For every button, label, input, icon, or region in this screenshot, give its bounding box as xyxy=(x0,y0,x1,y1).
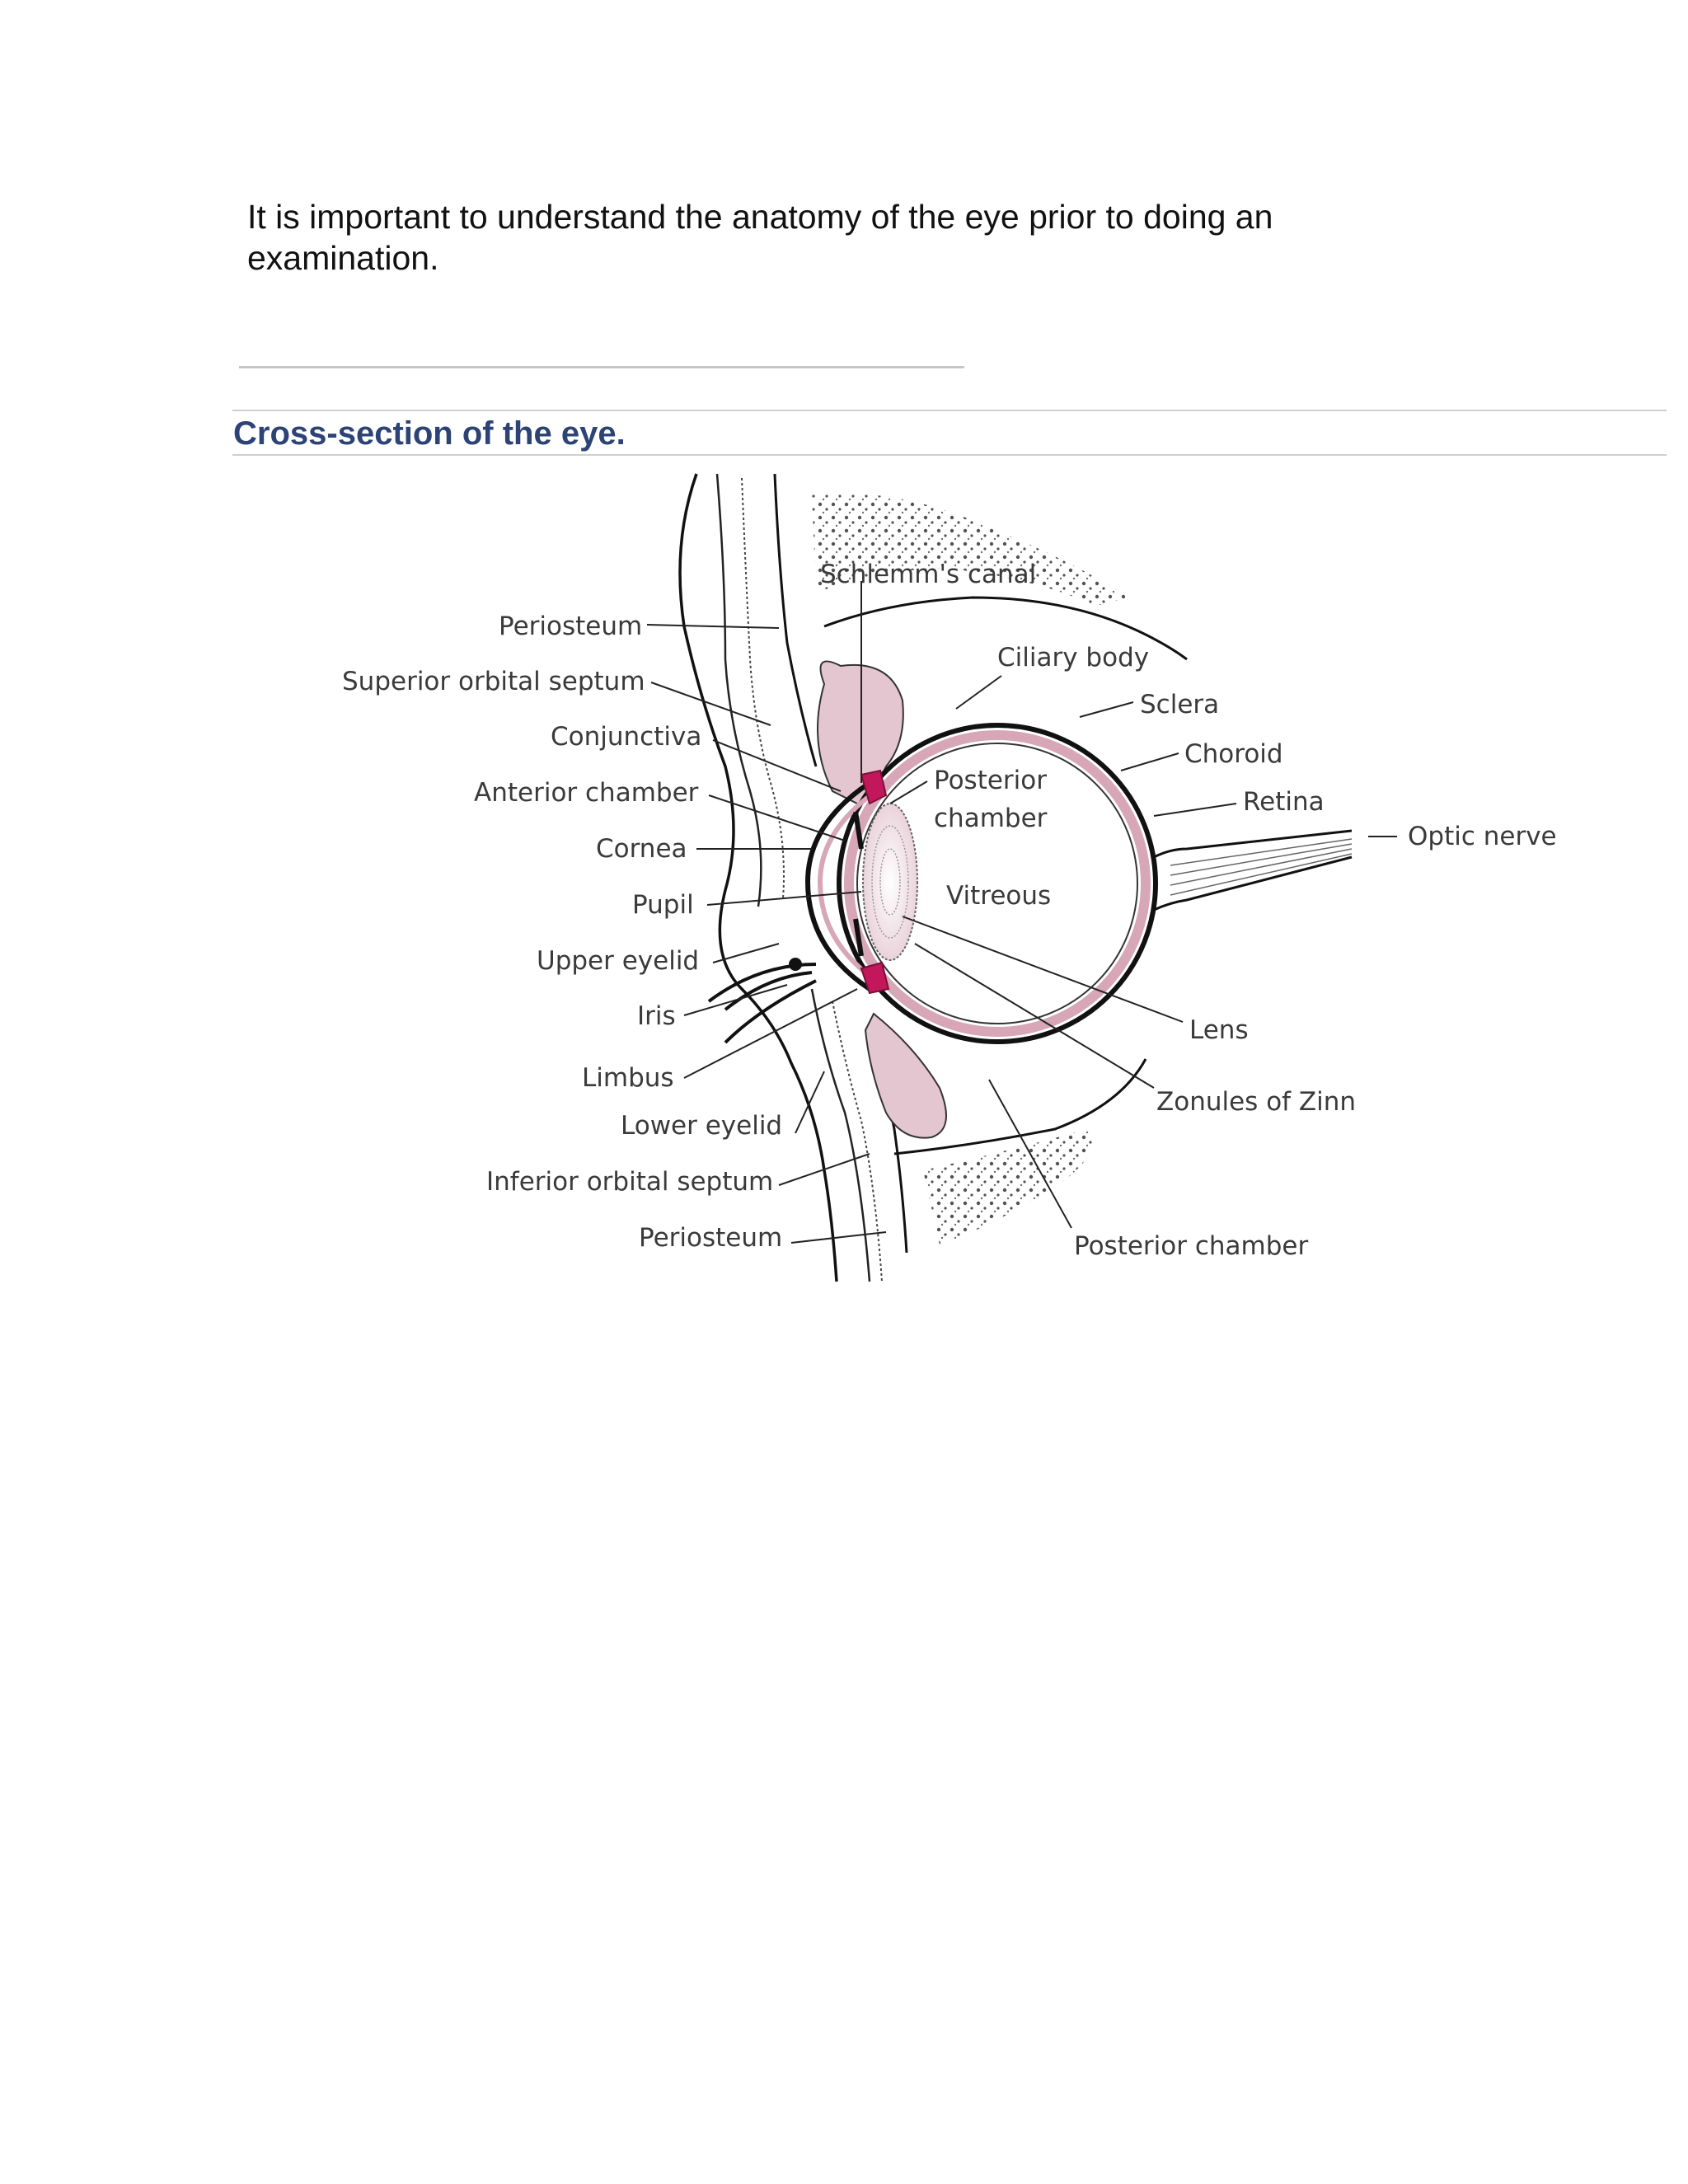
septum-line-lower-1 xyxy=(810,988,871,1282)
label-inferior-orbital-septum: Inferior orbital septum xyxy=(486,1167,773,1197)
ciliary-body-lower xyxy=(860,961,890,995)
optic-nerve-fibers xyxy=(1170,838,1353,896)
cornea xyxy=(804,780,871,991)
optic-nerve-lower xyxy=(1153,855,1353,912)
iris-lower xyxy=(853,918,864,957)
label-optic-nerve: Optic nerve xyxy=(1408,822,1557,851)
label-cornea: Cornea xyxy=(596,834,687,864)
cornea-inner xyxy=(817,790,875,982)
label-anterior-chamber: Anterior chamber xyxy=(474,778,699,808)
lower-fat-pad xyxy=(864,1012,947,1139)
lens xyxy=(862,803,918,961)
iris-upper xyxy=(853,811,864,850)
leader-lines xyxy=(646,581,1397,1244)
eyeball-sclera xyxy=(837,723,1158,1044)
label-posterior-chamber-bottom: Posterior chamber xyxy=(1074,1231,1308,1261)
skin-outer-contour xyxy=(678,473,838,1282)
label-lens: Lens xyxy=(1189,1015,1249,1045)
septum-line-1 xyxy=(715,473,762,907)
label-iris: Iris xyxy=(637,1001,676,1031)
septum-line-3 xyxy=(773,473,818,767)
optic-nerve-upper xyxy=(1153,829,1353,859)
eyeball-choroid xyxy=(844,730,1151,1037)
label-choroid: Choroid xyxy=(1184,739,1283,769)
label-periosteum-bottom: Periosteum xyxy=(639,1223,782,1253)
label-zonules-of-zinn: Zonules of Zinn xyxy=(1156,1087,1356,1117)
ciliary-body-upper xyxy=(860,769,888,805)
label-posterior-chamber-inner-2: chamber xyxy=(934,804,1048,833)
lens-ring-1 xyxy=(871,825,909,939)
label-pupil: Pupil xyxy=(632,890,694,920)
label-sclera: Sclera xyxy=(1140,690,1219,719)
upper-fat-pad xyxy=(817,660,904,809)
label-conjunctiva: Conjunctiva xyxy=(551,722,701,752)
label-posterior-chamber-inner-1: Posterior xyxy=(934,766,1047,795)
label-vitreous: Vitreous xyxy=(946,881,1051,911)
upper-eyelashes xyxy=(707,963,817,1011)
label-upper-eyelid: Upper eyelid xyxy=(537,946,699,976)
heading-rule-bottom xyxy=(232,454,1667,456)
label-superior-orbital-septum: Superior orbital septum xyxy=(342,667,645,696)
label-limbus: Limbus xyxy=(582,1063,674,1093)
label-periosteum-top: Periosteum xyxy=(499,612,642,641)
label-retina: Retina xyxy=(1243,787,1325,817)
orbital-bone-upper xyxy=(812,493,1129,606)
label-ciliary-body: Ciliary body xyxy=(997,643,1149,673)
lens-ring-2 xyxy=(879,848,901,916)
heading-rule-top xyxy=(232,410,1667,411)
label-schlemms-canal: Schlemm's canal xyxy=(820,560,1036,589)
septum-line-lower-2 xyxy=(832,1001,883,1282)
orbital-bone-lower xyxy=(923,1129,1092,1244)
eyeball-retina xyxy=(856,743,1138,1024)
orbit-floor xyxy=(893,1058,1147,1155)
label-lower-eyelid: Lower eyelid xyxy=(621,1111,782,1141)
lid-margin xyxy=(789,958,802,971)
septum-line-2 xyxy=(741,477,785,899)
section-heading: Cross-section of the eye. xyxy=(233,415,626,452)
lower-eyelashes xyxy=(724,979,817,1044)
intro-paragraph: It is important to understand the anatom… xyxy=(247,198,1273,277)
orbit-roof xyxy=(823,596,1188,661)
divider-short xyxy=(239,366,964,368)
